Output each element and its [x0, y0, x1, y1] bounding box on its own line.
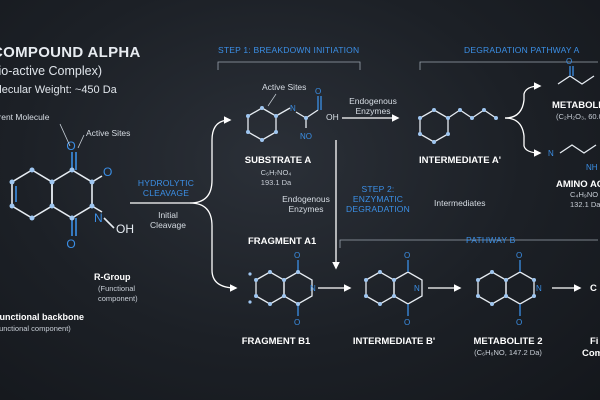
amino-formula: C₄H₉NO: [570, 190, 599, 199]
metabolite-2-n: N: [536, 284, 542, 293]
parent-o-top: O: [66, 139, 75, 153]
parent-molecule-label: Parent Molecule: [0, 112, 50, 122]
metabolite-2-name: METABOLITE 2: [473, 336, 543, 347]
parent-o-bottom: O: [66, 237, 75, 251]
final-compound-2: Compo: [582, 348, 600, 359]
fragment-b1-n: N: [310, 284, 316, 293]
metabolite-formula: (C₂H₂O₃, 60.0: [556, 112, 600, 121]
intermediate-b-atoms: [364, 270, 396, 306]
metabolite-2-molecule: [477, 260, 535, 316]
pathway-b-header: PATHWAY B: [466, 235, 516, 245]
parent-n: N: [94, 211, 103, 225]
final-compound-cut: C: [590, 283, 597, 294]
backbone-title: Functional backbone: [0, 312, 85, 322]
metabolite-molecule: [557, 66, 595, 85]
step2-header-2: ENZYMATIC: [352, 194, 404, 204]
step2-header-1: STEP 2:: [361, 184, 395, 194]
amino-nh: NH: [586, 163, 598, 172]
intermediate-a-molecule: [419, 109, 497, 143]
amino-n: N: [548, 149, 554, 158]
step2-header-3: DEGRADATION: [346, 204, 410, 214]
fragment-b1-o-bottom: O: [294, 318, 300, 327]
fragment-b1-molecule: [255, 260, 313, 316]
metabolite-o: O: [566, 57, 572, 66]
substrate-oh: OH: [326, 112, 339, 122]
step2-enzymes-2: Enzymes: [288, 204, 324, 214]
amino-name: AMINO AC: [556, 179, 600, 190]
amino-molecule: [559, 144, 597, 154]
active-sites-label: Active Sites: [86, 128, 131, 138]
intermediates-label: Intermediates: [434, 198, 486, 208]
molecular-weight: Molecular Weight: ~450 Da: [0, 84, 117, 96]
pathway-a-header: DEGRADATION PATHWAY A: [464, 45, 580, 55]
fragment-b1-atoms: [248, 270, 300, 306]
compound-title: COMPOUND ALPHA: [0, 44, 141, 61]
step1-enzymes-2: Enzymes: [355, 106, 391, 116]
substrate-a-atoms: [246, 106, 308, 142]
substrate-active-sites: Active Sites: [262, 82, 307, 92]
parent-o-right: O: [103, 165, 112, 179]
intermediate-a-atoms: [418, 108, 498, 144]
intermediate-b-name: INTERMEDIATE B': [352, 336, 436, 347]
step1-enzymes-1: Endogenous: [349, 96, 397, 106]
substrate-a-formula: C₆H₇NO₄: [260, 168, 292, 177]
backbone-desc: (Functional component): [0, 324, 71, 333]
substrate-a-n: N: [290, 104, 296, 113]
step2-enzymes-1: Endogenous: [282, 194, 330, 204]
initial-cleavage-2: Cleavage: [150, 220, 186, 230]
metabolite-2-o-top: O: [516, 251, 522, 260]
substrate-no2: NO: [300, 132, 312, 141]
intermediate-b-o-bottom: O: [404, 318, 410, 327]
substrate-a-mass: 193.1 Da: [260, 178, 292, 187]
parent-atoms: [9, 167, 95, 221]
hydrolytic-label-1: HYDROLYTIC: [137, 178, 195, 188]
substrate-pointer: [267, 93, 277, 107]
oh-label: OH: [116, 222, 134, 236]
metabolite-2-atoms: [476, 270, 536, 306]
r-group-desc-1: (Functional: [98, 284, 136, 293]
metabolite-2-o-bottom: O: [516, 318, 522, 327]
r-group-title: R-Group: [94, 272, 131, 282]
parent-pointer: [59, 123, 71, 147]
r-group-desc-2: component): [98, 294, 138, 303]
amino-mass: 132.1 Da: [570, 200, 600, 209]
metabolite-name: METABOLITE: [552, 100, 600, 111]
metabolite-2-formula: (C₆H₆NO, 147.2 Da): [474, 348, 542, 357]
fragment-a1-name: FRAGMENT A1: [248, 236, 317, 247]
hydrolytic-label-2: CLEAVAGE: [142, 188, 190, 198]
fragment-b1-name: FRAGMENT B1: [241, 336, 311, 347]
initial-cleavage-1: Initial: [158, 210, 178, 220]
intermediate-b-n: N: [414, 284, 420, 293]
active-sites-pointer: [77, 134, 85, 149]
main-arrows: [130, 82, 582, 292]
compound-subtitle: (Bio-active Complex): [0, 64, 103, 78]
intermediate-a-name: INTERMEDIATE A': [419, 155, 501, 166]
header-brackets: [217, 61, 598, 248]
intermediate-b-o-top: O: [404, 251, 410, 260]
fragment-b1-o-top: O: [294, 251, 300, 260]
substrate-a-o: O: [315, 87, 321, 96]
substrate-a-name: SUBSTRATE A: [244, 155, 312, 166]
final-compound-1: Fi: [590, 336, 599, 347]
step1-header: STEP 1: BREAKDOWN INITIATION: [218, 45, 360, 55]
